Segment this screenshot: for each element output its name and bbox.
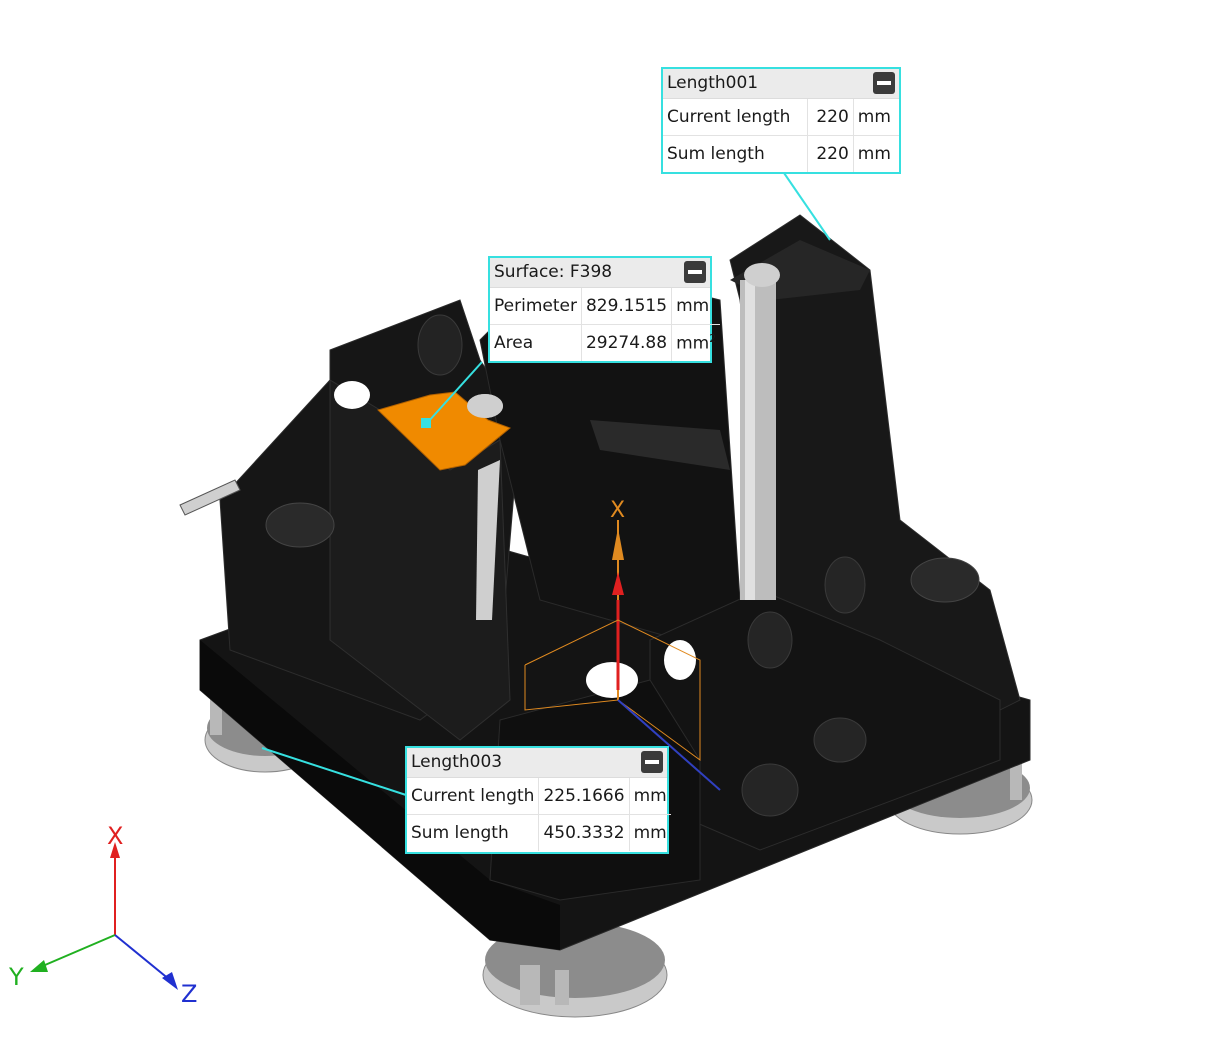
row-value: 29274.88 <box>581 324 673 361</box>
measure-panel-length001[interactable]: Length001 Current length 220 mm Sum leng… <box>661 67 901 174</box>
minus-icon[interactable] <box>641 751 663 773</box>
panel-header: Length003 <box>407 748 667 778</box>
triad-x-label: X <box>107 822 124 850</box>
table-row: Perimeter 829.1515 mm <box>490 288 721 325</box>
move-gizmo[interactable] <box>524 520 721 791</box>
table-row: Area 29274.88 mm2 <box>490 324 721 362</box>
panel-title: Length003 <box>411 752 503 772</box>
row-label: Current length <box>663 99 809 136</box>
table-row: Sum length 450.3332 mm <box>407 814 671 851</box>
bore-hole <box>467 394 503 418</box>
measure-panel-surface-f398[interactable]: Surface: F398 Perimeter 829.1515 mm Area… <box>488 256 721 363</box>
table-row: Sum length 220 mm <box>663 135 899 172</box>
measure-panel-length003[interactable]: Length003 Current length 225.1666 mm Sum… <box>405 746 671 854</box>
row-label: Sum length <box>663 135 809 172</box>
row-value: 220 <box>807 135 854 172</box>
panel-title: Surface: F398 <box>494 262 613 282</box>
row-value: 220 <box>807 99 854 136</box>
callout-leaders <box>261 172 831 796</box>
triad-y-label: Y <box>9 963 24 991</box>
row-unit: mm <box>857 144 891 164</box>
row-unit: mm <box>671 288 721 325</box>
side-tab <box>179 479 241 516</box>
row-unit: mm <box>633 823 667 843</box>
measure-table: Current length 220 mm Sum length 220 mm <box>663 99 899 172</box>
row-label: Perimeter <box>490 288 582 325</box>
table-row: Current length 225.1666 mm <box>407 778 671 815</box>
row-unit: mm <box>629 778 671 815</box>
row-value: 829.1515 <box>581 288 673 325</box>
measure-table: Current length 225.1666 mm Sum length 45… <box>407 778 671 851</box>
minus-icon[interactable] <box>684 261 706 283</box>
row-label: Sum length <box>407 814 540 851</box>
axis-triad <box>30 842 178 990</box>
row-value: 225.1666 <box>538 778 630 815</box>
table-row: Current length 220 mm <box>663 99 899 136</box>
measure-table: Perimeter 829.1515 mm Area 29274.88 mm2 <box>490 288 721 362</box>
panel-title: Length001 <box>667 73 759 93</box>
minus-icon[interactable] <box>873 72 895 94</box>
row-label: Current length <box>407 778 540 815</box>
row-label: Area <box>490 324 582 361</box>
row-value: 450.3332 <box>538 814 630 851</box>
gizmo-x-label: X <box>610 498 626 523</box>
row-unit: mm2 <box>672 325 721 362</box>
triad-z-label: Z <box>181 980 198 1008</box>
unit-text: mm <box>676 333 710 354</box>
unit-superscript: 2 <box>709 332 717 346</box>
row-unit: mm <box>853 99 899 136</box>
panel-header: Length001 <box>663 69 899 99</box>
panel-header: Surface: F398 <box>490 258 710 288</box>
